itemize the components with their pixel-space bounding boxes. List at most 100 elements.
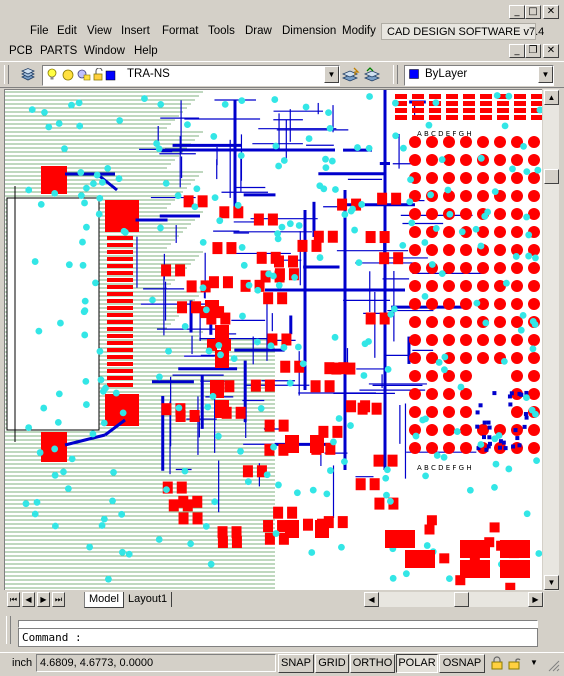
layer-previous-icon[interactable]	[363, 67, 382, 83]
resistor-array-pad	[395, 94, 407, 99]
via-square	[487, 435, 492, 440]
bga-ball	[511, 280, 523, 292]
toolbar-grip[interactable]	[4, 65, 9, 84]
menu-edit[interactable]: Edit	[57, 25, 77, 37]
vertical-scroll-thumb[interactable]	[544, 169, 559, 184]
tab-last-button[interactable]: ⏭	[52, 592, 65, 607]
via-square	[481, 435, 486, 440]
via-square	[498, 439, 503, 444]
smd-pad	[424, 524, 435, 535]
via	[365, 338, 372, 345]
menu-help[interactable]: Help	[134, 45, 158, 57]
make-object-layer-current-icon[interactable]	[341, 67, 360, 83]
layer-dropdown[interactable]: TRA-NS ▼	[42, 65, 340, 86]
chevron-down-icon[interactable]: ▼	[324, 66, 339, 83]
chevron-down-icon[interactable]: ▼	[538, 66, 553, 83]
menu-draw[interactable]: Draw	[245, 25, 272, 37]
resize-grip-icon[interactable]	[548, 660, 560, 672]
tab-model[interactable]: Model	[84, 592, 124, 608]
maximize-button[interactable]: □	[525, 5, 541, 19]
doc-restore-button[interactable]: ❐	[525, 44, 541, 58]
bga-ball	[426, 424, 438, 436]
via	[275, 481, 282, 489]
command-line[interactable]: Command :	[18, 628, 538, 647]
large-pad	[315, 520, 329, 538]
command-grip[interactable]	[6, 616, 11, 644]
resistor-array-pad	[531, 115, 543, 120]
via	[322, 164, 330, 172]
resistor-array-pad	[497, 101, 509, 106]
menu-pcb[interactable]: PCB	[9, 45, 33, 57]
via	[25, 186, 33, 194]
ortho-button[interactable]: ORTHO	[350, 654, 395, 673]
vertical-scrollbar[interactable]: ▲ ▼	[542, 89, 559, 592]
menu-tools[interactable]: Tools	[208, 25, 235, 37]
bga-ball	[409, 190, 421, 202]
resistor-array-pad	[412, 108, 424, 113]
smd-pad	[365, 231, 376, 244]
via	[272, 530, 280, 537]
scroll-up-button[interactable]: ▲	[544, 90, 559, 105]
via	[412, 432, 420, 440]
horizontal-scroll-thumb[interactable]	[454, 592, 469, 607]
scroll-left-button[interactable]: ◀	[364, 592, 379, 607]
smd-pad	[365, 312, 376, 325]
via	[383, 491, 390, 499]
scroll-right-button[interactable]: ▶	[528, 592, 543, 607]
layers-toolbar: TRA-NS ▼ ByLayer ▼	[0, 61, 564, 88]
tab-first-button[interactable]: ⏮	[7, 592, 20, 607]
polar-button[interactable]: POLAR	[396, 654, 438, 673]
smd-pad	[253, 213, 264, 226]
resistor-array-pad	[514, 115, 526, 120]
grid-button[interactable]: GRID	[315, 654, 349, 673]
via	[505, 92, 513, 100]
close-button[interactable]: ✕	[543, 5, 559, 19]
via	[512, 253, 520, 260]
menu-format[interactable]: Format	[162, 25, 199, 37]
color-dropdown[interactable]: ByLayer ▼	[404, 65, 554, 86]
coordinates-display[interactable]: 4.6809, 4.6773, 0.0000	[36, 654, 276, 672]
bga-ball	[477, 136, 489, 148]
bga-ball	[511, 406, 523, 418]
menu-modify[interactable]: Modify	[342, 25, 376, 37]
via	[326, 125, 334, 132]
menu-dimension[interactable]: Dimension	[282, 25, 337, 37]
menu-view[interactable]: View	[87, 25, 112, 37]
smd-pad	[176, 481, 187, 494]
status-menu-chevron-icon[interactable]: ▼	[530, 658, 538, 667]
tab-prev-button[interactable]: ◀	[22, 592, 35, 607]
menu-window[interactable]: Window	[84, 45, 125, 57]
via	[99, 387, 107, 395]
snap-button[interactable]: SNAP	[278, 654, 314, 673]
smd-pad	[256, 251, 267, 264]
tab-layout1[interactable]: Layout1	[124, 592, 173, 607]
bga-ball	[528, 352, 540, 364]
doc-minimize-button[interactable]: _	[509, 44, 525, 58]
resistor-array-pad	[395, 101, 407, 106]
layers-manager-icon[interactable]	[20, 68, 36, 82]
menu-parts[interactable]: PARTS	[40, 45, 78, 57]
smd-pad	[278, 532, 289, 545]
osnap-button[interactable]: OSNAP	[439, 654, 485, 673]
minimize-button[interactable]: _	[509, 5, 525, 19]
tab-next-button[interactable]: ▶	[37, 592, 50, 607]
via	[382, 474, 390, 482]
via	[230, 355, 238, 362]
scroll-down-button[interactable]: ▼	[544, 575, 559, 590]
smd-pad	[231, 535, 242, 548]
menu-insert[interactable]: Insert	[121, 25, 150, 37]
horizontal-scrollbar[interactable]: ◀ ▶	[364, 592, 544, 607]
bga-ball	[426, 136, 438, 148]
lock-icon[interactable]	[490, 656, 504, 670]
via	[366, 93, 373, 100]
smd-pad	[183, 195, 194, 208]
via	[96, 347, 104, 355]
bga-ball	[511, 226, 523, 238]
smd-pad	[189, 409, 200, 422]
toolbar-grip-2[interactable]	[393, 65, 398, 84]
tray-settings-icon[interactable]	[507, 656, 521, 670]
doc-close-button[interactable]: ✕	[543, 44, 559, 58]
menu-file[interactable]: File	[30, 25, 49, 37]
pcb-layout-canvas[interactable]: A B C D E F G HA B C D E F G H	[5, 90, 543, 590]
